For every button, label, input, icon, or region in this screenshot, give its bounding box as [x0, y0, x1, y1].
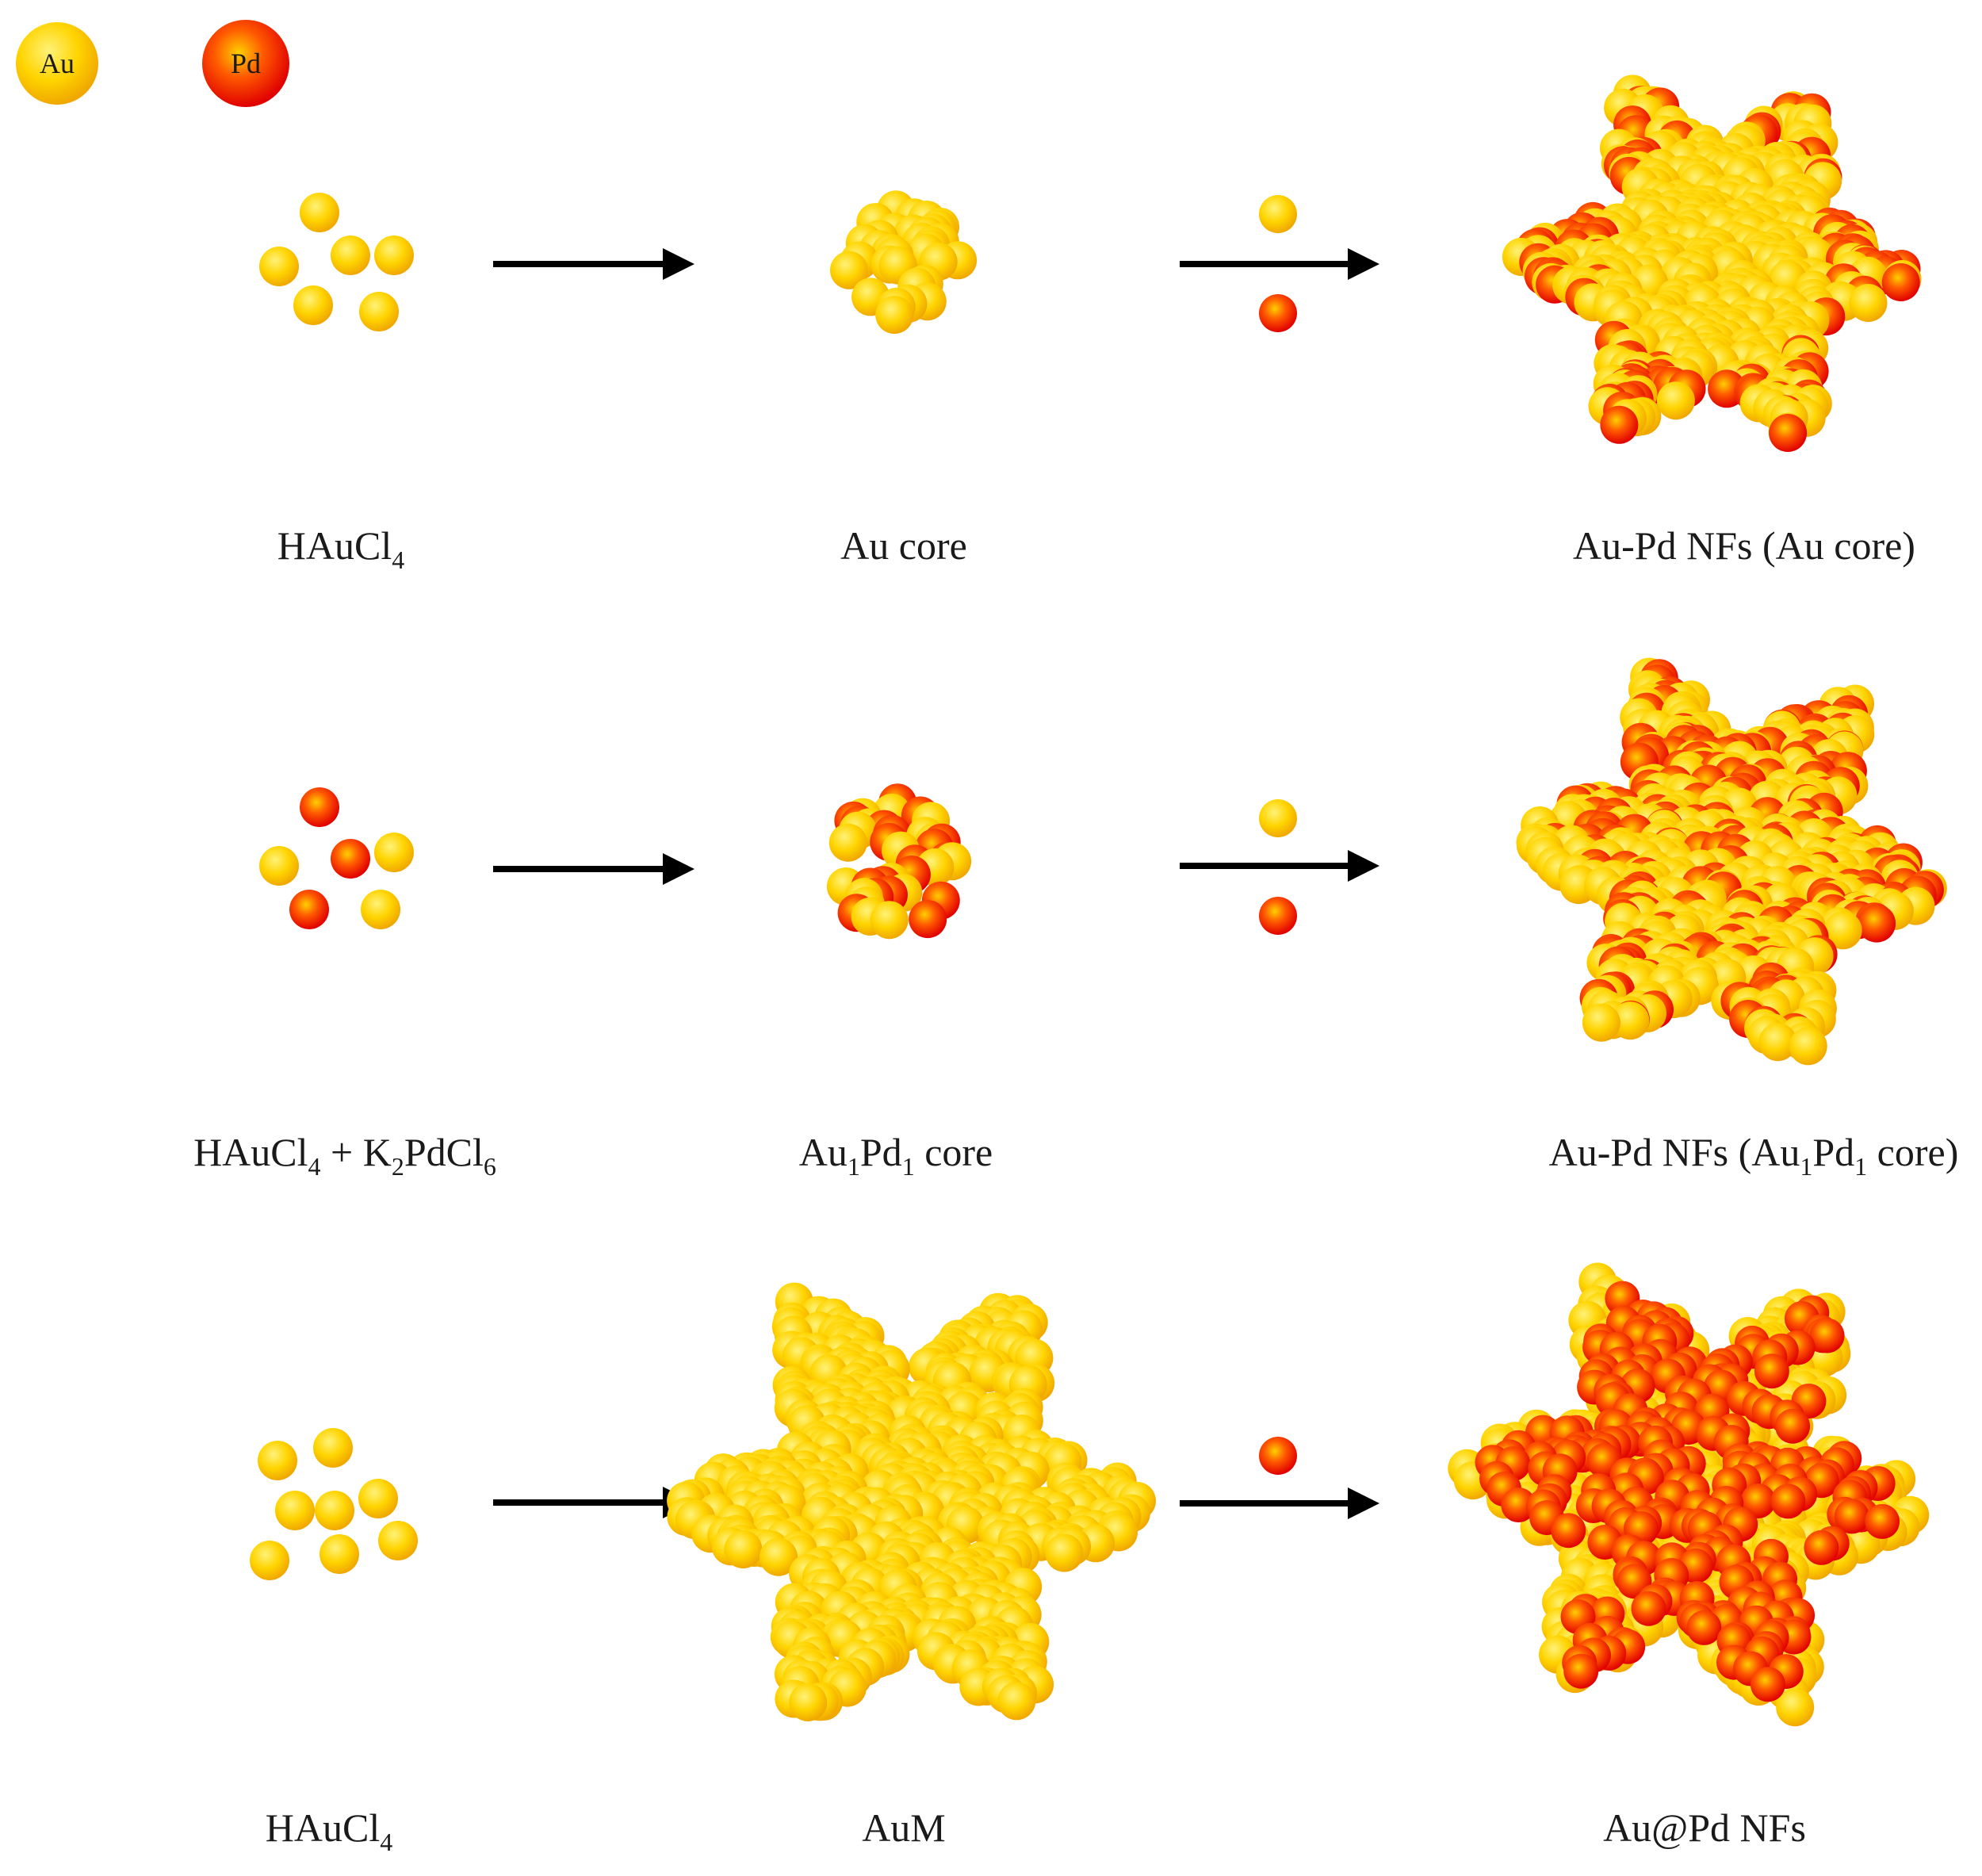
pd-atom — [909, 900, 947, 939]
au-atom — [1045, 1533, 1084, 1572]
au-atom — [1776, 1688, 1815, 1727]
precursor-label: HAuCl4 + K2PdCl6 — [193, 1130, 496, 1181]
au-reagent-sphere — [1259, 195, 1297, 233]
product-label: Au@Pd NFs — [1603, 1805, 1806, 1850]
pd-atom — [1750, 1667, 1785, 1702]
pd-atom — [1600, 405, 1639, 444]
legend-au-label: Au — [40, 48, 75, 79]
precursor-label: HAuCl4 — [277, 523, 404, 574]
precursor-atoms — [259, 193, 414, 331]
pd-atom — [1775, 1408, 1811, 1444]
au-atom — [293, 285, 333, 325]
au-atom — [361, 890, 400, 929]
precursor-label: HAuCl4 — [266, 1805, 392, 1856]
au-pd-nanoflower — [1502, 75, 1922, 452]
pd-atom — [1631, 1591, 1666, 1626]
pd-atom — [1858, 904, 1896, 943]
legend-pd-label: Pd — [231, 48, 261, 79]
au-atom — [760, 1537, 798, 1576]
au-atom — [1849, 284, 1888, 322]
au-atom — [315, 1491, 354, 1530]
au-atom — [724, 1530, 763, 1569]
product-label: Au-Pd NFs (Au1Pd1 core) — [1549, 1130, 1959, 1181]
pd-atom — [1834, 1499, 1869, 1534]
product-label: Au-Pd NFs (Au core) — [1573, 523, 1915, 568]
core-label: Au1Pd1 core — [799, 1130, 993, 1181]
au-atom — [258, 1441, 297, 1480]
au-atom — [378, 1521, 418, 1560]
pd-atom — [331, 839, 370, 879]
au-microstar-cluster — [667, 1282, 1156, 1721]
row-3: HAuCl4 AuM Au@Pd NFs — [250, 1262, 1930, 1856]
precursor-atoms — [250, 1428, 418, 1580]
au-core-cluster — [830, 190, 978, 334]
pd-atom — [1865, 1503, 1900, 1539]
core-label: AuM — [862, 1805, 946, 1850]
pd-atom — [1881, 263, 1920, 301]
pd-atom — [1686, 1610, 1722, 1645]
au-atom — [875, 296, 914, 334]
au-atom — [1582, 1003, 1620, 1042]
row-2: HAuCl4 + K2PdCl6 Au1Pd1 core Au-Pd NFs (… — [193, 657, 1959, 1181]
au-atom — [830, 251, 868, 289]
pd-atom — [289, 890, 329, 929]
pd-reagent-sphere — [1259, 897, 1297, 935]
core-label: Au core — [840, 523, 967, 568]
au-pd-nanoflower — [1516, 657, 1947, 1066]
pd-atom — [1770, 1484, 1806, 1519]
precursor-atoms — [259, 787, 414, 929]
au-atom — [1656, 381, 1695, 420]
au-atom — [374, 235, 414, 275]
pd-atom — [1563, 1653, 1599, 1689]
au-atom — [359, 292, 399, 331]
au-atom — [358, 1479, 398, 1518]
row-1: HAuCl4 Au core Au-Pd NFs (Au core) — [259, 75, 1922, 574]
au-at-pd-nanoflower — [1448, 1262, 1930, 1727]
au-atom — [259, 247, 299, 286]
au-atom — [828, 823, 867, 862]
au-atom — [1823, 911, 1862, 950]
au-atom — [259, 846, 299, 886]
pd-reagent-sphere — [1259, 1437, 1297, 1475]
au-atom — [1789, 1027, 1827, 1066]
pd-atom — [1551, 1513, 1586, 1549]
au-atom — [300, 193, 339, 232]
pd-reagent-sphere — [1259, 294, 1297, 332]
pd-atom — [1804, 1530, 1839, 1565]
pd-atom — [1501, 1487, 1536, 1522]
au-atom — [997, 1682, 1036, 1721]
au-atom — [313, 1428, 353, 1468]
legend-au-sphere — [16, 22, 98, 105]
au-atom — [789, 1683, 828, 1721]
au-atom — [250, 1541, 289, 1580]
au-atom — [374, 833, 414, 872]
au-atom — [319, 1534, 359, 1574]
legend: Au Pd — [16, 20, 289, 107]
au-atom — [870, 901, 909, 940]
pd-atom — [300, 787, 339, 827]
pd-atom — [1754, 1353, 1789, 1389]
pd-atom — [1809, 1318, 1845, 1353]
au-atom — [1758, 1023, 1797, 1062]
au-atom — [331, 235, 370, 275]
pd-atom — [1769, 414, 1808, 452]
legend-pd-sphere — [202, 20, 289, 107]
au-reagent-sphere — [1259, 799, 1297, 837]
aupd-core-cluster — [826, 783, 972, 940]
au-atom — [1611, 1001, 1650, 1040]
au-atom — [275, 1491, 315, 1530]
